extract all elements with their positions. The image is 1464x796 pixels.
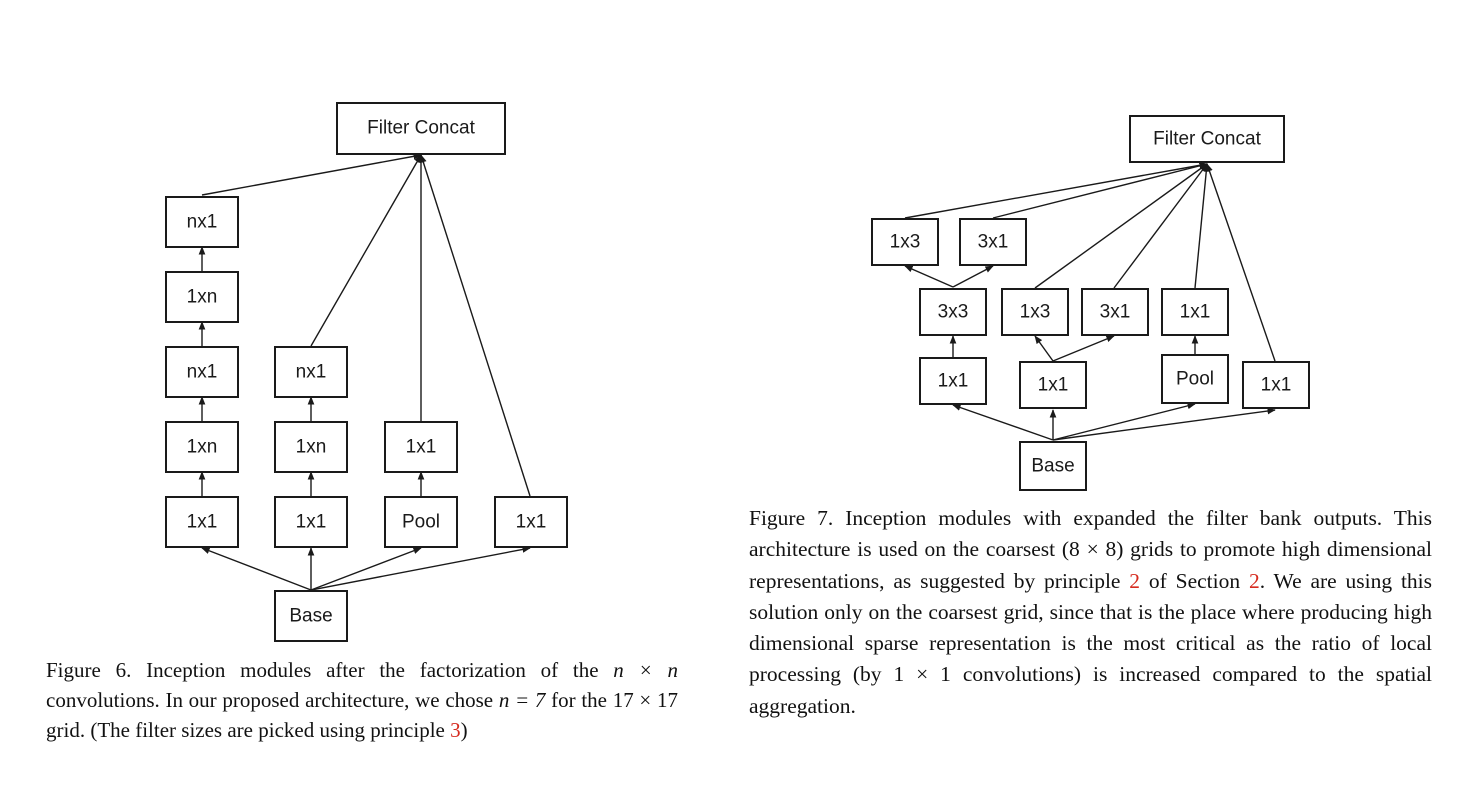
- node-label: Pool: [402, 512, 440, 533]
- figure-6-diagram: Filter Concat nx1 1xn nx1 1xn 1x1 nx1: [165, 102, 568, 642]
- edge: [992, 162, 1208, 219]
- edge: [1034, 335, 1054, 362]
- node-label: nx1: [187, 362, 218, 383]
- node-label: Base: [1031, 456, 1074, 477]
- figure-7-caption: Figure 7. Inception modules with expande…: [749, 503, 1432, 722]
- node-label: 1xn: [187, 437, 218, 458]
- figure-7-node-1x1: 1x1: [1242, 361, 1310, 409]
- figure-7-diagram: Filter Concat 1x3 3x1 3x3 1x1 1x3 3x1: [871, 115, 1310, 491]
- figure-7-node-1x1: 1x1: [1161, 288, 1229, 336]
- figure-7-node-filter-concat: Filter Concat: [1129, 115, 1285, 163]
- node-label: 1x3: [890, 232, 921, 253]
- edge: [310, 546, 531, 591]
- caption-text: Figure 7. Inception modules with expande…: [749, 506, 1432, 593]
- edge: [310, 154, 422, 347]
- figure-6-node-nx1: nx1: [165, 196, 239, 248]
- figure-7-node-3x3: 3x3: [919, 288, 987, 336]
- edge: [904, 265, 954, 288]
- figure-7-node-1x3: 1x3: [871, 218, 939, 266]
- figure-6-node-1x1: 1x1: [165, 496, 239, 548]
- edge: [1194, 163, 1210, 289]
- edge: [1034, 163, 1208, 289]
- node-label: 3x1: [978, 232, 1009, 253]
- edge: [952, 265, 994, 288]
- caption-math: n = 7: [498, 688, 546, 712]
- figure-7-node-1x3: 1x3: [1001, 288, 1069, 336]
- figure-6-node-pool: Pool: [384, 496, 458, 548]
- figure-6-node-filter-concat: Filter Concat: [336, 102, 506, 155]
- node-label: Pool: [1176, 369, 1214, 390]
- caption-text: . We are using this solution only on the…: [749, 568, 1433, 718]
- node-label: 1xn: [296, 437, 327, 458]
- edge: [1113, 163, 1208, 289]
- edge: [201, 547, 312, 591]
- edge: [1052, 335, 1115, 362]
- figure-6-node-base: Base: [274, 590, 348, 642]
- node-label: 1x1: [938, 371, 969, 392]
- node-label: 1x1: [296, 512, 327, 533]
- figure-7-edges: [904, 162, 1276, 441]
- edge: [201, 153, 422, 196]
- figure-7-node-1x1: 1x1: [1019, 361, 1087, 409]
- node-label: Base: [289, 606, 332, 627]
- figure-6-node-1xn: 1xn: [165, 271, 239, 323]
- caption-math: n × n: [613, 658, 678, 682]
- caption-text: for the 17 × 17 grid. (The filter sizes …: [46, 688, 678, 742]
- node-label: 1xn: [187, 287, 218, 308]
- figure-7-node-3x1: 3x1: [1081, 288, 1149, 336]
- edge: [1206, 163, 1276, 362]
- node-label: Filter Concat: [367, 118, 475, 139]
- node-label: 1x1: [187, 512, 218, 533]
- principle-reference-link[interactable]: 2: [1129, 568, 1141, 593]
- figure-6-node-1x1: 1x1: [274, 496, 348, 548]
- node-label: nx1: [296, 362, 327, 383]
- edge: [310, 547, 422, 591]
- figure-7-node-pool: Pool: [1161, 354, 1229, 404]
- edge: [420, 154, 531, 497]
- figure-6-node-1xn: 1xn: [274, 421, 348, 473]
- node-label: Filter Concat: [1153, 129, 1261, 150]
- figure-7-node-1x1: 1x1: [919, 357, 987, 405]
- node-label: 1x3: [1020, 302, 1051, 323]
- figure-6-node-nx1: nx1: [274, 346, 348, 398]
- figure-6-edges: [198, 153, 531, 591]
- node-label: 1x1: [406, 437, 437, 458]
- node-label: 1x1: [1261, 375, 1292, 396]
- caption-text: convolutions. In our proposed architectu…: [46, 688, 499, 712]
- node-label: nx1: [187, 212, 218, 233]
- caption-text: ): [460, 718, 468, 742]
- node-label: 1x1: [1038, 375, 1069, 396]
- figure-6-node-nx1: nx1: [165, 346, 239, 398]
- edge: [904, 162, 1208, 219]
- section-reference-link[interactable]: 2: [1248, 568, 1260, 593]
- caption-text: Figure 6. Inception modules after the fa…: [46, 658, 614, 682]
- figure-6-caption: Figure 6. Inception modules after the fa…: [46, 655, 678, 745]
- node-label: 1x1: [1180, 302, 1211, 323]
- node-label: 3x1: [1100, 302, 1131, 323]
- edge: [952, 404, 1054, 441]
- figure-7-node-base: Base: [1019, 441, 1087, 491]
- edge: [1052, 402, 1196, 441]
- figure-7-node-3x1: 3x1: [959, 218, 1027, 266]
- figure-6-node-1xn: 1xn: [165, 421, 239, 473]
- node-label: 1x1: [516, 512, 547, 533]
- principle-reference-link[interactable]: 3: [450, 718, 461, 742]
- figure-6-node-1x1: 1x1: [494, 496, 568, 548]
- node-label: 3x3: [938, 302, 969, 323]
- figure-6-node-1x1: 1x1: [384, 421, 458, 473]
- edge: [1052, 407, 1276, 441]
- caption-text: of Section: [1140, 568, 1249, 593]
